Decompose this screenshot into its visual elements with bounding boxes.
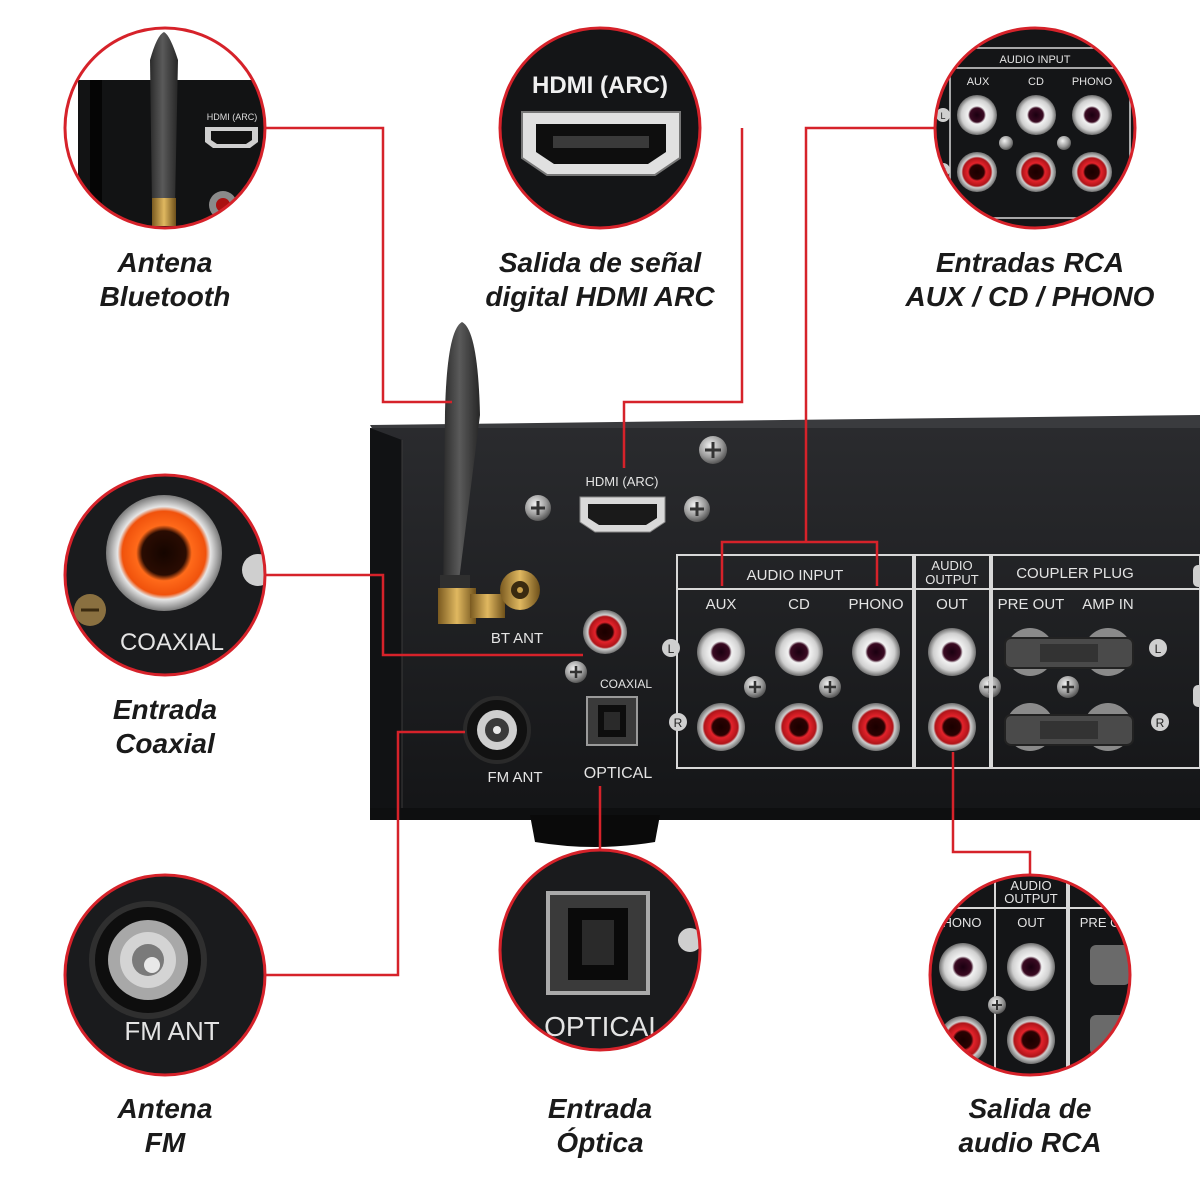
caption-coaxial: Entrada Coaxial [5, 693, 325, 761]
phono-right-jack[interactable] [852, 703, 900, 751]
caption-rca-output: Salida de audio RCA [870, 1092, 1190, 1160]
zoom-audio-output-label-1: AUDIO [1010, 878, 1051, 893]
aux-left-jack[interactable] [697, 628, 745, 676]
phono-panel-label: PHONO [848, 596, 903, 613]
coaxial-jack[interactable]: COAXIAL [583, 610, 652, 691]
zoom-audio-output-label-2: OUTPUT [1004, 891, 1058, 906]
zoom-fm-ant-label: FM ANT [124, 1016, 219, 1046]
zoom-coaxial: COAXIAL [63, 473, 267, 677]
bt-ant-panel-label: BT ANT [491, 630, 543, 647]
audio-input-panel-label: AUDIO INPUT [747, 567, 844, 584]
zoom-cd-label: CD [1028, 76, 1044, 88]
zoom-optical-label: OPTICAL [544, 1011, 664, 1042]
caption-bluetooth-line1: Antena [117, 247, 213, 278]
caption-hdmi-line1: Salida de señal [498, 247, 702, 278]
optical-panel-label: OPTICAL [584, 765, 653, 782]
caption-fm: Antena FM [5, 1092, 325, 1160]
right-channel-label: R [674, 716, 683, 730]
out-panel-label: OUT [936, 596, 968, 613]
caption-rca-inputs-line1: Entradas RCA [935, 247, 1125, 278]
caption-bluetooth: Antena Bluetooth [5, 246, 325, 314]
amp-in-panel-label: AMP IN [1082, 596, 1133, 613]
caption-rca-output-line1: Salida de [968, 1093, 1092, 1124]
audio-output-panel-label-2: OUTPUT [925, 572, 979, 587]
caption-fm-line2: FM [144, 1127, 186, 1158]
zoom-phono-label: PHONO [1072, 76, 1113, 88]
zoom-bt-hdmi-label: HDMI (ARC) [207, 112, 258, 122]
callout-lines [265, 126, 1032, 977]
zoom-out-label: OUT [1017, 915, 1045, 930]
hdmi-panel-label: HDMI (ARC) [586, 474, 659, 489]
caption-fm-line1: Antena [117, 1093, 213, 1124]
bluetooth-antenna[interactable]: BT ANT [438, 322, 543, 647]
zoom-audio-input-label: AUDIO INPUT [1000, 54, 1071, 66]
zoom-aux-label: AUX [967, 76, 990, 88]
phono-left-jack[interactable] [852, 628, 900, 676]
cd-right-jack[interactable] [775, 703, 823, 751]
right-channel-label-2: R [1156, 716, 1165, 730]
caption-rca-inputs: Entradas RCA AUX / CD / PHONO [870, 246, 1190, 314]
aux-panel-label: AUX [706, 596, 737, 613]
zoom-optical: OPTICAL [498, 848, 702, 1052]
zoom-hdmi-label: HDMI (ARC) [532, 72, 668, 99]
left-channel-label: L [668, 642, 675, 656]
coupler-jumpers[interactable] [1004, 628, 1134, 751]
zoom-left-label: L [940, 111, 945, 121]
rca-jacks [697, 628, 976, 751]
zoom-bluetooth-antenna: HDMI (ARC) [63, 26, 267, 230]
hdmi-port[interactable]: HDMI (ARC) [579, 474, 666, 533]
fm-ant-panel-label: FM ANT [488, 769, 543, 786]
caption-optical-line1: Entrada [547, 1093, 653, 1124]
left-channel-label-2: L [1155, 642, 1162, 656]
zoom-rca-inputs: AUDIO INPUT AUX CD PHONO L R [933, 26, 1137, 230]
caption-optical-line2: Óptica [556, 1127, 644, 1158]
channel-markers: L R L R [662, 565, 1200, 731]
out-right-jack[interactable] [928, 703, 976, 751]
cd-left-jack[interactable] [775, 628, 823, 676]
aux-right-jack[interactable] [697, 703, 745, 751]
caption-optical: Entrada Óptica [440, 1092, 760, 1160]
caption-coaxial-line2: Coaxial [115, 728, 215, 759]
zoom-rca-output: AUDIO OUTPUT HONO OUT PRE O [928, 873, 1132, 1077]
zoom-pre-out-label: PRE O [1080, 915, 1120, 930]
caption-hdmi-line2: digital HDMI ARC [485, 281, 715, 312]
panel-screws [525, 436, 1079, 698]
coaxial-panel-label: COAXIAL [600, 677, 652, 691]
caption-rca-output-line2: audio RCA [958, 1127, 1102, 1158]
fm-antenna-connector[interactable]: FM ANT [463, 696, 543, 786]
caption-rca-inputs-line2: AUX / CD / PHONO [905, 281, 1155, 312]
caption-bluetooth-line2: Bluetooth [99, 281, 231, 312]
cd-panel-label: CD [788, 596, 810, 613]
audio-output-panel-label-1: AUDIO [931, 558, 972, 573]
caption-hdmi: Salida de señal digital HDMI ARC [440, 246, 760, 314]
panel-text: AUDIO INPUT AUX CD PHONO AUDIO OUTPUT OU… [706, 558, 1134, 613]
zoom-phono-label-partial: HONO [943, 915, 982, 930]
caption-coaxial-line1: Entrada [112, 694, 218, 725]
zoom-coaxial-label: COAXIAL [120, 629, 224, 656]
zoom-fm-antenna: FM ANT [63, 873, 267, 1077]
optical-port[interactable]: OPTICAL [584, 696, 653, 782]
zoom-hdmi: HDMI (ARC) [498, 26, 702, 230]
coupler-plug-panel-label: COUPLER PLUG [1016, 565, 1134, 582]
pre-out-panel-label: PRE OUT [998, 596, 1065, 613]
out-left-jack[interactable] [928, 628, 976, 676]
